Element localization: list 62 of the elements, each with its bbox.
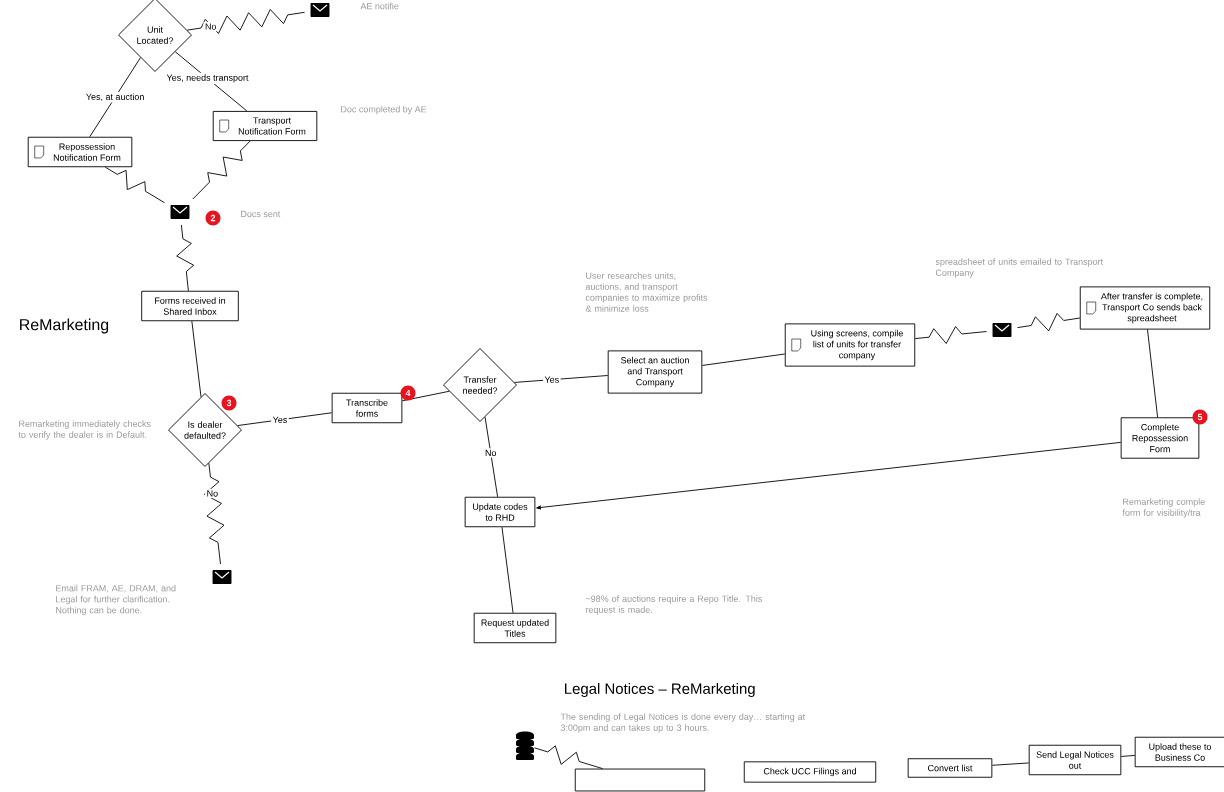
note-text: User researches units, auctions, and transport companies to maximize profits & minimize loss	[585, 272, 708, 312]
process-box: Forms received in Shared Inbox	[141, 290, 239, 322]
process-box: Send Legal Notices out	[1028, 744, 1122, 776]
process-box: Upload these to Business Co	[1134, 736, 1224, 768]
edge-label: No	[483, 448, 498, 458]
edge-label: No	[203, 21, 218, 32]
connector-line	[991, 762, 1030, 766]
callout-number: 5	[1192, 409, 1208, 425]
connector-line	[514, 375, 609, 383]
process-box: Using screens, compile list of units for transfer company	[784, 323, 916, 367]
process-box: Transcribe forms	[331, 392, 403, 424]
connector-line	[701, 353, 786, 366]
process-box: Transport Notification Form	[212, 110, 318, 142]
process-box: Request updated Titles	[473, 612, 557, 644]
note-text: spreadsheet of units emailed to Transport Company	[935, 258, 1103, 278]
connector-line	[104, 166, 165, 204]
process-box: Select an auction and Transport Company	[607, 350, 703, 394]
connector-line	[1017, 313, 1081, 332]
connector-line	[536, 441, 1122, 510]
note-text: Doc completed by AE	[341, 105, 427, 115]
connector-line	[1120, 755, 1136, 757]
connector-line	[204, 462, 225, 565]
callout-number: 2	[205, 210, 221, 226]
envelope-icon	[310, 3, 330, 17]
connector-line	[401, 390, 450, 402]
section-heading: ReMarketing	[20, 318, 109, 334]
connector-line	[191, 320, 202, 398]
connector-line	[484, 416, 499, 498]
callout-number: 4	[400, 385, 416, 401]
connector-line	[533, 745, 603, 770]
edge-label: Yes, at auction	[84, 91, 146, 103]
database-icon	[515, 731, 535, 763]
connector-line	[914, 326, 987, 344]
process-box: Update codes to RHD	[464, 496, 536, 528]
envelope-icon	[992, 323, 1012, 337]
callout-number: 3	[221, 395, 237, 411]
connector-line	[1147, 329, 1159, 418]
process-box	[574, 768, 706, 792]
envelope-icon	[170, 205, 190, 219]
edge-label: No	[205, 488, 220, 499]
note-text: Email FRAM, AE, DRAM, and Legal for further clarification. Nothing can be done.	[56, 584, 176, 616]
note-text: Docs sent	[241, 210, 281, 218]
envelope-icon	[212, 570, 232, 584]
note-text: AE notifie	[360, 2, 399, 10]
connector-line	[89, 57, 141, 138]
section-heading: Legal Notices – ReMarketing	[565, 683, 755, 697]
note-text: The sending of Legal Notices is done every day… starting at 3:00pm and can takes up to 3 hours.	[560, 713, 806, 733]
edge-label: Yes	[543, 375, 561, 385]
connector-line	[192, 140, 251, 200]
connector-line	[501, 526, 514, 614]
connector-line	[186, 9, 305, 34]
edge-label: Yes, needs transport	[165, 72, 250, 85]
process-box: Convert list	[907, 758, 993, 778]
note-text: Remarketing immediately checks to verify the dealer is in Default.	[18, 420, 151, 440]
note-text: Remarketing comple form for visibility/tra	[1122, 498, 1205, 518]
edge-label: Yes	[271, 415, 289, 425]
process-box: Repossession Notification Form	[27, 136, 133, 168]
note-text: ~98% of auctions require a Repo Title. This request is made.	[585, 595, 762, 615]
connector-line	[176, 224, 195, 292]
process-box: Check UCC Filings and	[743, 761, 877, 783]
connector-line	[237, 412, 333, 426]
process-box: After transfer is complete, Transport Co sends back spreadsheet	[1079, 286, 1211, 330]
